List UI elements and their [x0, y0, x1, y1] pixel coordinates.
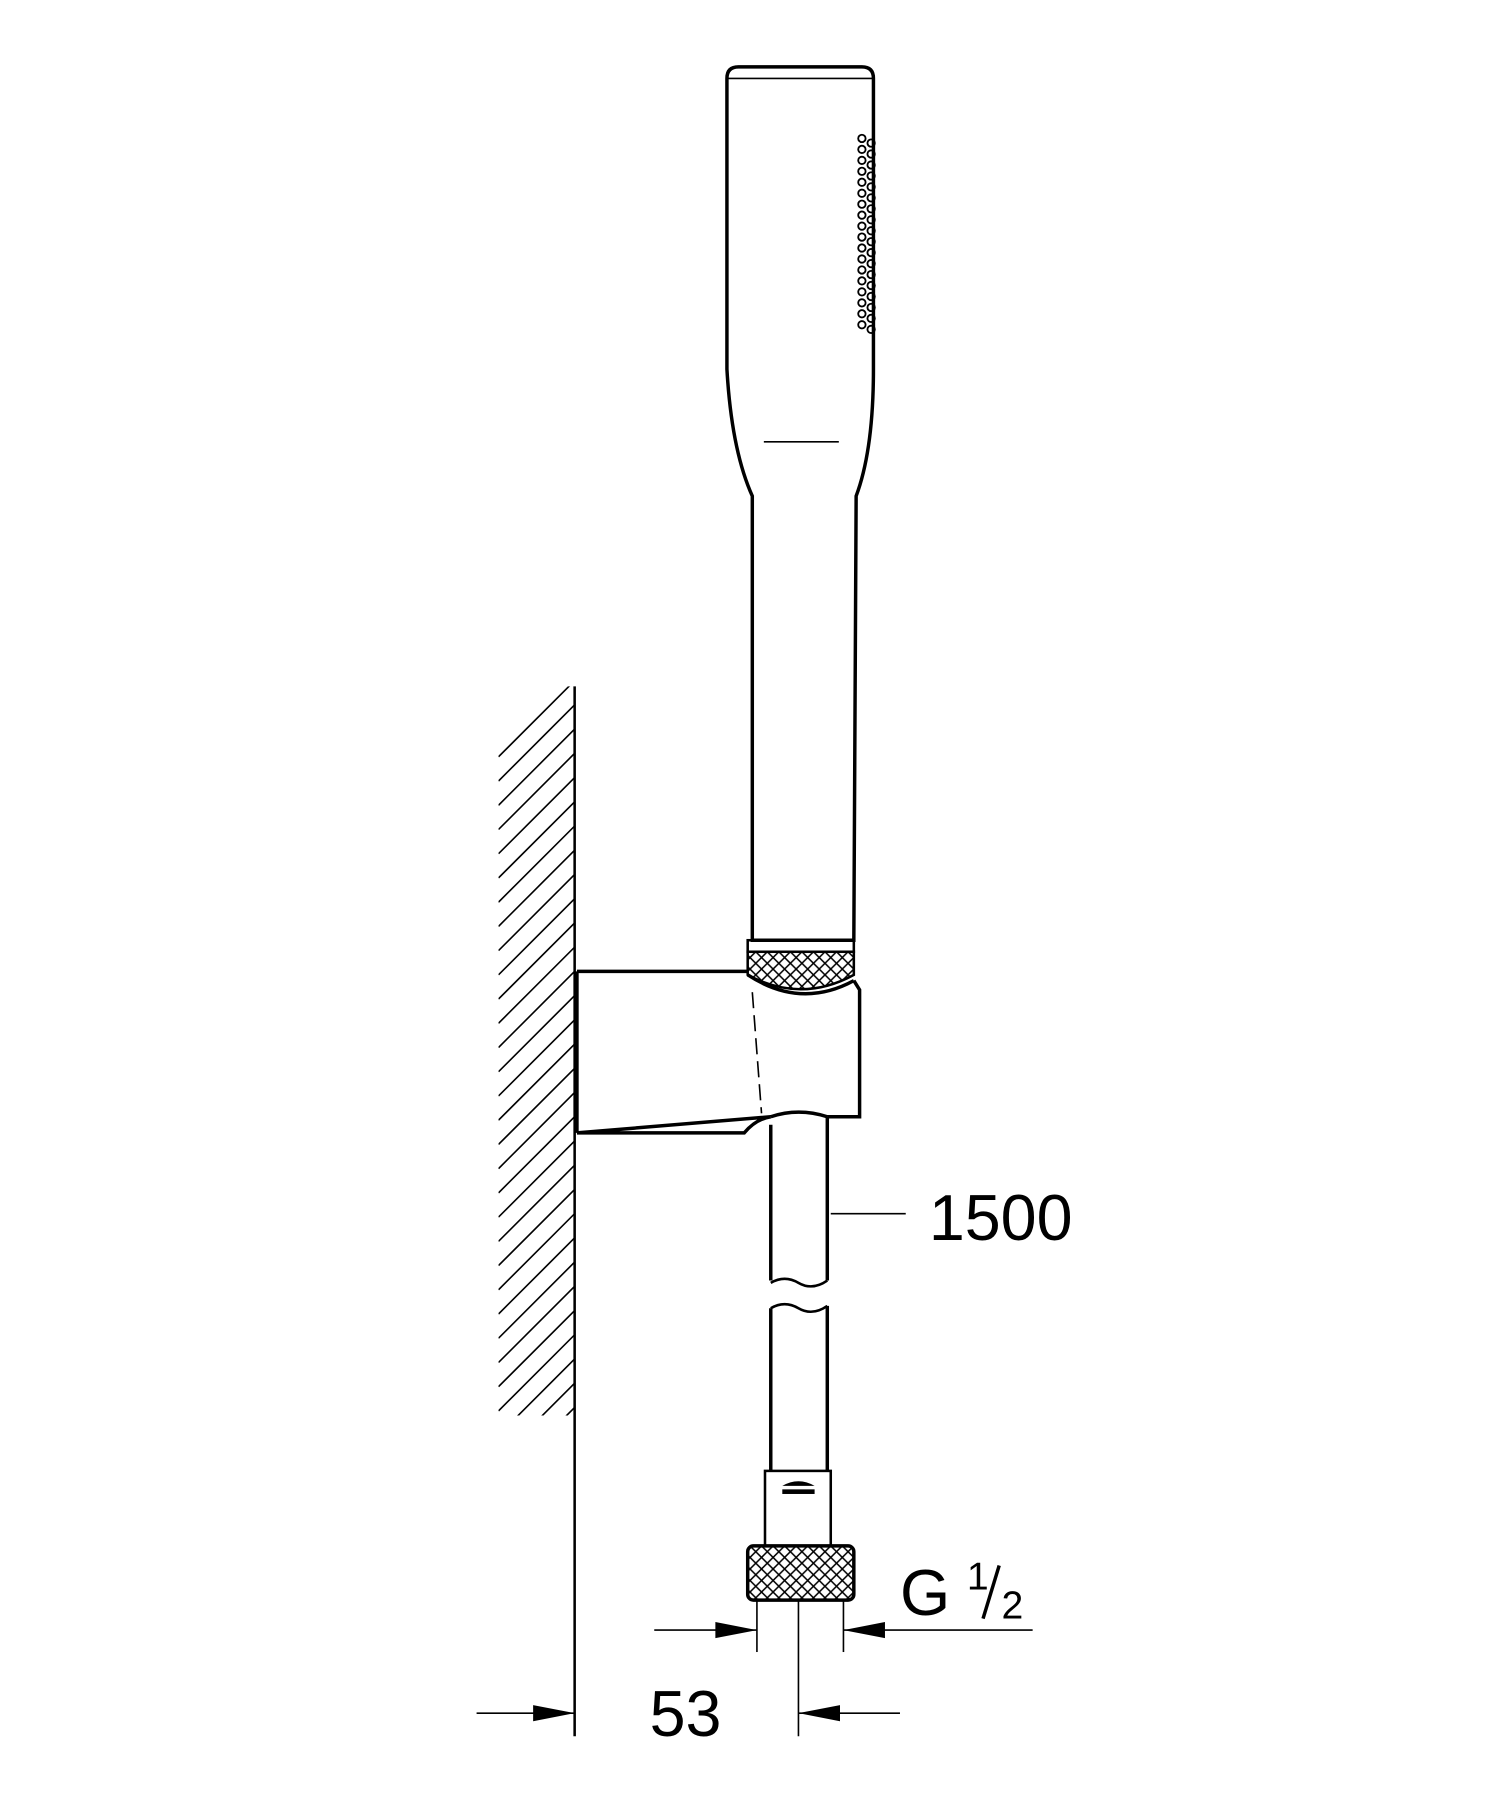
nozzle [857, 133, 867, 144]
hatch-line [499, 1480, 575, 1556]
nozzle [857, 177, 867, 187]
hatch-line [498, 995, 575, 1073]
hatch-line [498, 898, 575, 976]
thread-dimension [654, 1600, 1033, 1653]
hatch-line [498, 1116, 575, 1194]
hatch-line [498, 1213, 575, 1291]
thread-size-label: G 1 2 [900, 1555, 1023, 1629]
hatch-line [498, 1067, 575, 1145]
hatch-line [498, 849, 575, 927]
wall-distance-label: 53 [650, 1678, 722, 1750]
nozzle [866, 215, 876, 225]
arrow-right-icon [715, 1622, 757, 1639]
nozzle [857, 144, 867, 155]
hatch-line [498, 1188, 575, 1267]
hatch-line [498, 1285, 575, 1364]
hatch-line [498, 946, 575, 1024]
nozzle [857, 188, 867, 198]
nozzle [866, 280, 876, 291]
hatch-line [541, 1382, 575, 1416]
hatch-line [498, 1261, 575, 1339]
nozzle [857, 254, 867, 264]
nozzle [866, 193, 876, 203]
nozzle [866, 313, 876, 324]
hatch-line [498, 776, 575, 855]
shower-hose [745, 1116, 906, 1602]
hatch-line [498, 1309, 575, 1388]
nozzle [866, 171, 876, 181]
nozzle [866, 226, 876, 236]
nozzle [857, 298, 867, 308]
knurled-nut [745, 1544, 856, 1602]
nozzle [857, 320, 867, 330]
hand-shower [725, 65, 876, 991]
nozzle [857, 276, 867, 286]
nozzle [857, 210, 867, 220]
nozzle [866, 248, 876, 258]
wall [498, 686, 576, 1737]
hatch-line [498, 825, 575, 903]
arrow-left-icon [843, 1622, 885, 1639]
hatch-line [498, 1019, 575, 1097]
arrow-right-icon [533, 1705, 575, 1722]
nozzle [866, 269, 876, 280]
wall-distance-dimension [476, 1600, 900, 1737]
nozzle [857, 166, 867, 176]
nozzle [857, 221, 867, 231]
nozzle [866, 302, 876, 313]
nozzle [857, 309, 867, 319]
wall-hatching [498, 686, 575, 1556]
nozzle [857, 199, 867, 209]
nozzle [866, 160, 876, 170]
hatch-line [498, 1043, 575, 1121]
nozzle [857, 265, 867, 275]
hatch-line [516, 1358, 575, 1416]
hatch-line [498, 752, 575, 831]
hatch-line [499, 1456, 575, 1532]
nozzle [857, 287, 867, 297]
nozzle [857, 232, 867, 242]
thread-numerator: 1 [967, 1555, 989, 1599]
nozzle [866, 258, 876, 269]
nozzle [866, 138, 876, 148]
hatch-line [498, 686, 571, 758]
nozzle [866, 149, 876, 159]
hatch-line [498, 728, 575, 806]
hose-length-label: 1500 [929, 1182, 1073, 1254]
arrow-left-icon [798, 1705, 840, 1722]
hatch-line [498, 801, 575, 879]
hatch-line [498, 1140, 575, 1218]
nozzle [857, 155, 867, 165]
thread-letter: G [900, 1557, 950, 1629]
spray-nozzles [857, 133, 876, 334]
hatch-line [498, 922, 575, 1000]
nozzle [866, 182, 876, 192]
nozzle [866, 204, 876, 214]
wall-bracket [575, 969, 862, 1135]
hatch-line [498, 1237, 575, 1315]
nozzle [866, 291, 876, 302]
nozzle [866, 324, 876, 334]
hatch-line [498, 1091, 575, 1170]
hatch-line [498, 704, 575, 782]
grohe-logo [782, 1481, 815, 1494]
hatch-line [499, 1432, 575, 1508]
hatch-line [498, 1334, 575, 1412]
hatch-line [498, 970, 575, 1049]
hatch-line [498, 1164, 575, 1242]
nozzle [866, 237, 876, 247]
nozzle [857, 243, 867, 253]
hatch-line [565, 1406, 575, 1416]
hatch-line [498, 873, 575, 952]
thread-denominator: 2 [1001, 1584, 1023, 1628]
